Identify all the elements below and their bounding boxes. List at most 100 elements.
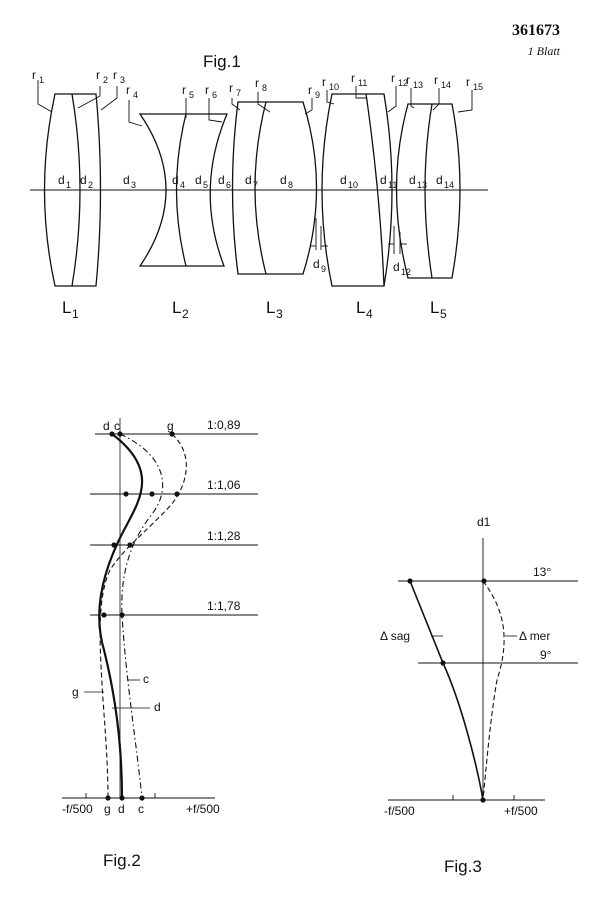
fig3-axis-left: -f/500	[384, 804, 415, 818]
axis-c: c	[138, 802, 144, 816]
d-label: d	[340, 173, 347, 187]
curve-label-c: c	[143, 672, 149, 686]
r-label: r	[229, 81, 233, 95]
d-label: d	[245, 173, 252, 187]
d-label: d	[313, 257, 320, 271]
fig2-title: Fig.2	[103, 851, 141, 870]
axis-left: -f/500	[62, 802, 93, 816]
d-sub: 14	[444, 180, 454, 190]
r-sub: 12	[398, 78, 408, 88]
d-sub: 6	[226, 180, 231, 190]
lens-sub: 1	[72, 307, 79, 321]
fig3-text: d1 13° 9° Δ sag Δ mer -f/500 +f/500 Fig.…	[380, 515, 552, 876]
d-sub: 5	[203, 180, 208, 190]
r-sub: 9	[315, 90, 320, 100]
lens-label: L	[430, 298, 439, 317]
r-label: r	[205, 83, 209, 97]
d-sub: 2	[88, 180, 93, 190]
r-sub: 10	[329, 82, 339, 92]
fig2-text: d c g 1:0,89 1:1,06 1:1,28 1:1,78 g c d …	[62, 418, 241, 870]
r-sub: 2	[103, 75, 108, 85]
d-label: d	[380, 173, 387, 187]
sag-label: Δ sag	[380, 629, 410, 643]
d-label: d	[218, 173, 225, 187]
r-sub: 13	[413, 80, 423, 90]
curve-sag	[409, 580, 484, 801]
gap-markers	[310, 218, 407, 254]
fig3-title: Fig.3	[444, 857, 482, 876]
top-label-d: d	[103, 419, 110, 433]
fig1-title: Fig.1	[203, 52, 241, 71]
r-sub: 15	[473, 82, 483, 92]
r-label: r	[351, 71, 355, 85]
r-label: r	[126, 83, 130, 97]
d-sub: 4	[180, 180, 185, 190]
l5-interface	[424, 103, 433, 279]
fig1	[30, 80, 488, 287]
curve-label-g: g	[72, 685, 79, 699]
d-label: d	[58, 173, 65, 187]
curve-g	[99, 433, 187, 799]
lens-l1	[43, 93, 102, 287]
fig3-points	[407, 578, 487, 803]
top-label-c: c	[114, 419, 120, 433]
r-label: r	[308, 83, 312, 97]
r-label: r	[96, 68, 100, 82]
aperture-label: 1:0,89	[207, 418, 241, 432]
lens-sub: 2	[182, 307, 189, 321]
d-sub: 13	[417, 180, 427, 190]
lens-l3	[231, 101, 318, 275]
fig2-points	[101, 431, 180, 801]
r-label: r	[466, 75, 470, 89]
fig3-axis-right: +f/500	[504, 804, 538, 818]
d-sub: 12	[401, 267, 411, 277]
r-sub: 1	[39, 75, 44, 85]
lens-label: L	[356, 298, 365, 317]
curve-mer	[482, 580, 505, 801]
l2-interface	[175, 113, 187, 267]
fig3	[388, 538, 578, 801]
r-sub: 7	[236, 88, 241, 98]
l4-interface	[365, 93, 385, 287]
patent-number: 361673	[512, 22, 560, 39]
r-label: r	[255, 76, 259, 90]
axis-g: g	[104, 802, 111, 816]
fig3-axis-label: d1	[477, 515, 491, 529]
r-sub: 11	[358, 78, 367, 88]
r-label: r	[113, 68, 117, 82]
fig2	[62, 418, 258, 799]
d-label: d	[280, 173, 287, 187]
lens-label: L	[172, 298, 181, 317]
r-sub: 8	[262, 83, 267, 93]
aperture-label: 1:1,28	[207, 529, 241, 543]
d-sub: 10	[348, 180, 358, 190]
r-label: r	[32, 68, 36, 82]
r-sub: 6	[212, 90, 217, 100]
lens-l5	[395, 103, 461, 279]
angle-label: 9°	[540, 648, 552, 662]
d-sub: 9	[321, 264, 326, 274]
d-label: d	[172, 173, 179, 187]
r-sub: 5	[189, 90, 194, 100]
d-label: d	[80, 173, 87, 187]
d-sub: 3	[131, 180, 136, 190]
d-label: d	[123, 173, 130, 187]
r-label: r	[322, 75, 326, 89]
axis-d: d	[118, 802, 125, 816]
lens-sub: 3	[276, 307, 283, 321]
d-label: d	[436, 173, 443, 187]
angle-label: 13°	[533, 565, 551, 579]
l1-interface	[71, 93, 81, 287]
l3-interface	[254, 101, 267, 275]
d-label: d	[393, 260, 400, 274]
d-sub: 7	[253, 180, 258, 190]
sheet-count: 1 Blatt	[527, 44, 560, 58]
top-label-g: g	[167, 419, 174, 433]
d-sub: 1	[66, 180, 71, 190]
radius-leaders	[37, 80, 473, 127]
r-label: r	[434, 73, 438, 87]
